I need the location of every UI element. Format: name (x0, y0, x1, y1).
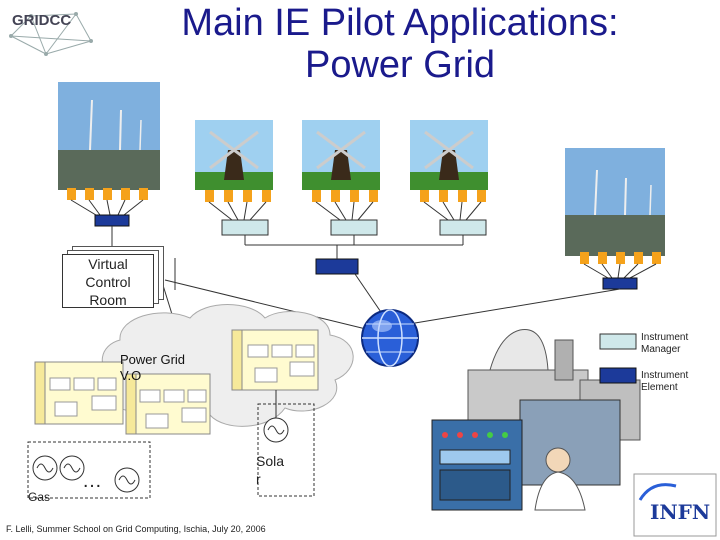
wind-farm-image-right (565, 148, 665, 256)
title-line1: Main IE Pilot Applications: (181, 2, 619, 44)
legend-instrument-manager-line2: Manager (641, 344, 681, 355)
sensor-node (616, 252, 625, 264)
instrument-element-box (94, 214, 130, 227)
globe-icon (361, 309, 419, 367)
gas-label: Gas (28, 490, 51, 504)
vcr-line-1: Virtual (88, 256, 128, 272)
sensor-node (262, 190, 271, 202)
gridcc-logo-graphic (9, 12, 93, 56)
solar-label-line1: Sola (256, 453, 285, 469)
power-grid-vo-line1: Power Grid (120, 352, 186, 367)
sensor-node (652, 252, 661, 264)
wind-farm-image-left (58, 82, 160, 190)
sensor-node (477, 190, 486, 202)
legend-instrument-manager: Instrument Manager (641, 332, 688, 356)
legend-instrument-element-line1: Instrument (641, 370, 689, 381)
sensor-node (331, 190, 340, 202)
sensor-node (121, 188, 130, 200)
power-grid-vo-label: Power Grid V.O (120, 352, 185, 384)
generator-group-solar (257, 403, 315, 497)
instrument-manager-box (221, 219, 269, 236)
title-line2: Power Grid (304, 44, 496, 86)
sensor-node (224, 190, 233, 202)
sensor-node (439, 190, 448, 202)
windmill-image-3 (410, 120, 488, 190)
vcr-line-2: Control (85, 274, 131, 290)
vo-panel-top (231, 329, 319, 391)
solar-label-line2: r (256, 471, 261, 487)
legend-swatch-instrument-element (599, 367, 637, 384)
generator-group-gas (27, 441, 151, 499)
windmill-image-1 (195, 120, 273, 190)
sensor-node (420, 190, 429, 202)
windmill-image-2 (302, 120, 380, 190)
sensor-node (139, 188, 148, 200)
sensor-node (369, 190, 378, 202)
sensor-node (205, 190, 214, 202)
legend-instrument-element: Instrument Element (641, 370, 688, 394)
page-title: Main IE Pilot Applications: Power Grid (100, 2, 700, 86)
tree-connectors (111, 226, 464, 259)
power-grid-vo-line2: V.O (120, 368, 142, 383)
sensor-node (85, 188, 94, 200)
sensor-nodes (67, 188, 661, 264)
sensor-node (67, 188, 76, 200)
sensor-node (103, 188, 112, 200)
node-connectors (70, 199, 657, 279)
infn-logo-text: INFN (650, 500, 711, 524)
sensor-node (634, 252, 643, 264)
gridcc-logo-text: GRIDCC (12, 12, 72, 29)
footer-citation: F. Lelli, Summer School on Grid Computin… (6, 524, 266, 534)
legend-instrument-manager-line1: Instrument (641, 332, 689, 343)
vcr-line-3: Room (89, 292, 127, 308)
sensor-node (350, 190, 359, 202)
sensor-node (580, 252, 589, 264)
vo-panel-left (34, 361, 124, 425)
sensor-node (243, 190, 252, 202)
power-plant-illustration (431, 329, 641, 511)
sensor-node (598, 252, 607, 264)
sensor-node (312, 190, 321, 202)
instrument-element-box (315, 258, 359, 275)
gridcc-logo: GRIDCC (6, 6, 96, 56)
legend-instrument-element-line2: Element (641, 382, 678, 393)
instrument-manager-box (439, 219, 487, 236)
instrument-manager-box (330, 219, 378, 236)
virtual-control-room: Virtual Control Room (62, 254, 154, 308)
instrument-element-box (602, 277, 638, 290)
solar-label: Sola r (256, 452, 284, 488)
ellipsis-label: … (82, 470, 102, 492)
vo-panel-center (125, 373, 211, 435)
legend-swatch-instrument-manager (599, 333, 637, 350)
sensor-node (458, 190, 467, 202)
